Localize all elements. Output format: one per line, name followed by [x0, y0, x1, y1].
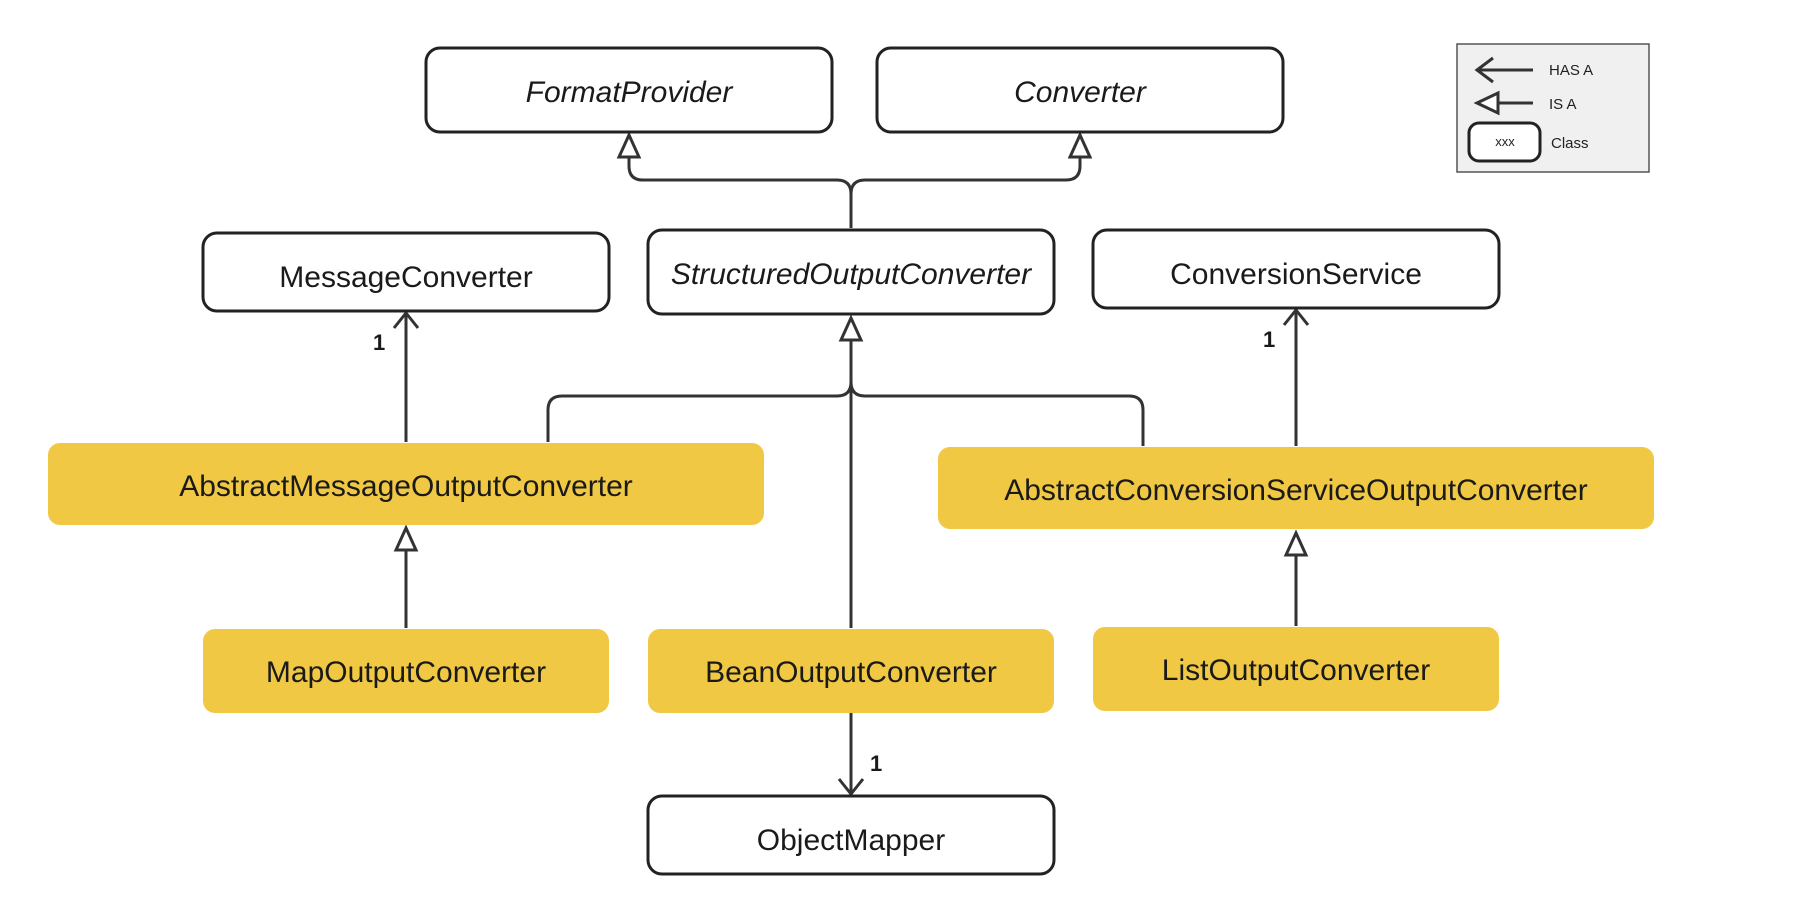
has-a-arrowhead-message-converter: [392, 310, 420, 329]
edge-abstract-conversion-has-conversion-service: [1282, 307, 1310, 446]
is-a-arrowhead-structured: [838, 314, 864, 342]
class-label-object-mapper: ObjectMapper: [757, 824, 945, 857]
class-label-abstract-message-output-converter: AbstractMessageOutputConverter: [179, 470, 633, 503]
class-bean-output-converter[interactable]: BeanOutputConverter: [648, 629, 1054, 713]
legend-is-a: IS A: [1473, 90, 1577, 116]
multiplicity-conversion-service: 1: [1263, 327, 1275, 352]
class-message-converter[interactable]: MessageConverter: [201, 231, 611, 313]
class-label-abstract-conversion-service-output-converter: AbstractConversionServiceOutputConverter: [1004, 474, 1588, 507]
class-label-list-output-converter: ListOutputConverter: [1162, 654, 1430, 687]
class-list-output-converter[interactable]: ListOutputConverter: [1093, 627, 1499, 711]
edge-subclasses-is-a-structured: [546, 314, 1145, 628]
class-label-conversion-service: ConversionService: [1170, 258, 1422, 291]
legend-label-has-a: HAS A: [1549, 62, 1593, 79]
edge-abstract-message-has-message-converter: [392, 310, 420, 442]
multiplicity-object-mapper: 1: [870, 751, 882, 776]
is-a-arrowhead-converter: [1067, 131, 1093, 159]
multiplicity-message-converter: 1: [373, 330, 385, 355]
edge-map-is-a-abstract-message: [393, 524, 419, 628]
is-a-arrowhead-abstract-conversion: [1283, 529, 1309, 557]
class-label-bean-output-converter: BeanOutputConverter: [705, 656, 997, 689]
legend-class-sample: xxx: [1495, 134, 1515, 149]
has-a-arrowhead-conversion-service: [1282, 307, 1310, 326]
class-object-mapper[interactable]: ObjectMapper: [646, 794, 1056, 876]
edge-structured-is-a-interfaces: [616, 131, 1093, 228]
class-conversion-service[interactable]: ConversionService: [1091, 228, 1501, 310]
edge-bean-has-object-mapper: [837, 712, 865, 797]
legend-label-is-a: IS A: [1549, 96, 1577, 113]
is-a-arrowhead-abstract-message: [393, 524, 419, 552]
class-abstract-message-output-converter[interactable]: AbstractMessageOutputConverter: [48, 443, 764, 525]
class-label-converter: Converter: [1014, 76, 1147, 109]
class-label-map-output-converter: MapOutputConverter: [266, 656, 546, 689]
class-label-message-converter: MessageConverter: [279, 261, 532, 294]
is-a-arrowhead-format-provider: [616, 131, 642, 159]
has-a-arrowhead-object-mapper: [837, 778, 865, 797]
class-format-provider[interactable]: FormatProvider: [424, 46, 834, 134]
legend: HAS A IS A xxx Class: [1456, 43, 1650, 173]
legend-class: xxx Class: [1467, 121, 1589, 163]
class-converter[interactable]: Converter: [875, 46, 1285, 134]
edge-list-is-a-abstract-conversion: [1283, 529, 1309, 626]
class-label-format-provider: FormatProvider: [526, 76, 734, 109]
class-map-output-converter[interactable]: MapOutputConverter: [203, 629, 609, 713]
class-abstract-conversion-service-output-converter[interactable]: AbstractConversionServiceOutputConverter: [938, 447, 1654, 529]
class-box-icon: [1467, 121, 1542, 163]
legend-has-a: HAS A: [1474, 56, 1593, 84]
class-label-structured-output-converter: StructuredOutputConverter: [671, 258, 1032, 291]
class-structured-output-converter[interactable]: StructuredOutputConverter: [646, 228, 1056, 316]
legend-label-class: Class: [1551, 135, 1589, 152]
